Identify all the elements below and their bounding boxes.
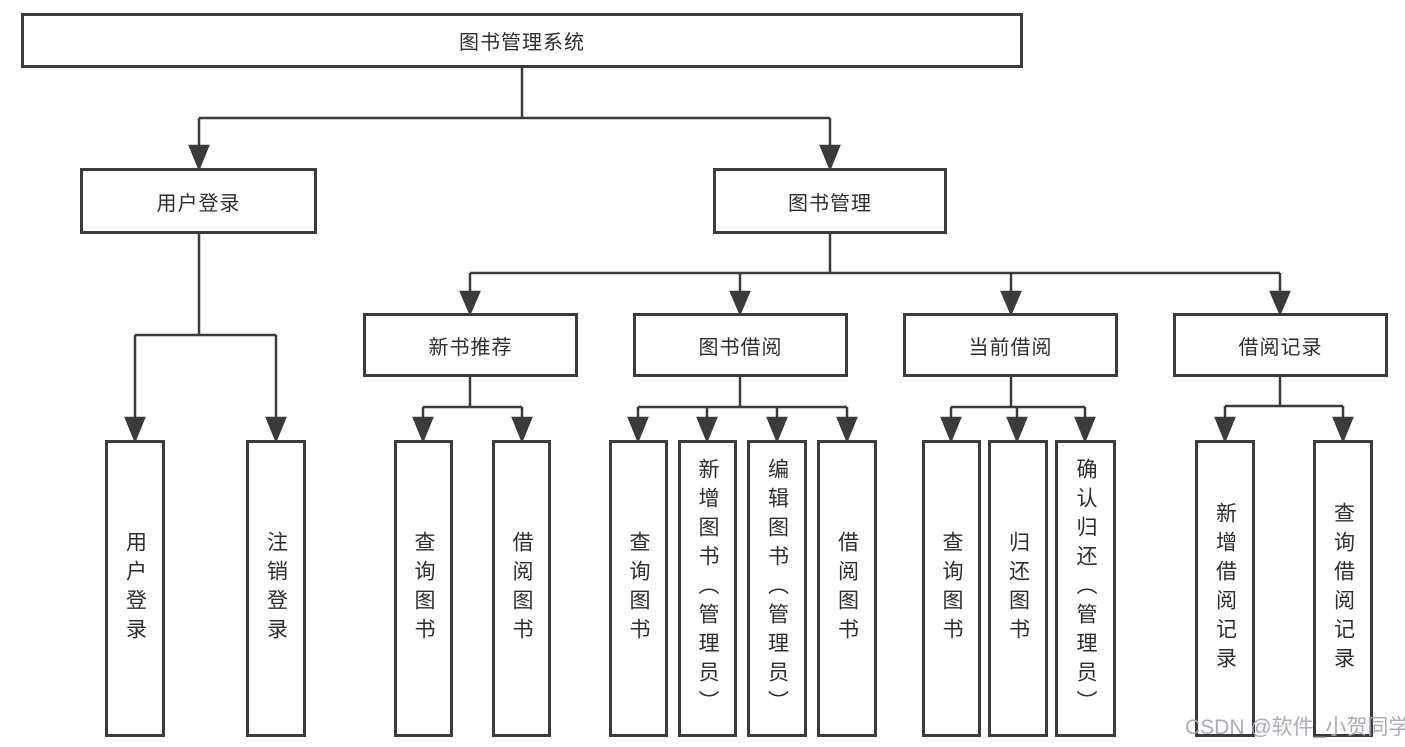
node-root-system: 图书管理系统 (21, 13, 1023, 68)
node-book-management: 图书管理 (713, 168, 947, 234)
node-borrow-records: 借阅记录 (1173, 313, 1388, 377)
leaf-query-borrow-record: 查询借阅记录 (1313, 440, 1373, 737)
connector-newbooks-to-leaves (412, 377, 533, 444)
leaf-query-books-borrow: 查询图书 (609, 440, 668, 737)
leaf-edit-books-admin: 编辑图书（管理员） (747, 440, 807, 737)
leaf-query-books-current: 查询图书 (922, 440, 981, 737)
leaf-borrow-books-recommend: 借阅图书 (492, 440, 551, 737)
leaf-logout: 注销登录 (246, 440, 306, 737)
leaf-add-books-admin: 新增图书（管理员） (678, 440, 737, 737)
leaf-return-books: 归还图书 (988, 440, 1048, 737)
connector-records-to-leaves (1214, 377, 1354, 444)
leaf-confirm-return-admin: 确认归还（管理员） (1055, 440, 1116, 737)
node-new-book-recommend: 新书推荐 (363, 313, 578, 377)
connector-userlogin-to-leaves (124, 234, 287, 444)
connector-borrow-to-leaves (627, 377, 858, 444)
csdn-watermark: CSDN @软件_小贺同学 (1185, 716, 1405, 739)
leaf-query-books-recommend: 查询图书 (394, 440, 453, 737)
node-current-borrow: 当前借阅 (903, 313, 1118, 377)
node-user-login: 用户登录 (80, 168, 317, 234)
leaf-user-login: 用户登录 (105, 440, 165, 737)
leaf-borrow-books: 借阅图书 (817, 440, 877, 737)
connector-root-to-level2 (188, 68, 841, 172)
connector-bookmgmt-to-level3 (459, 234, 1291, 317)
connector-current-to-leaves (940, 377, 1096, 444)
node-book-borrow: 图书借阅 (633, 313, 848, 377)
leaf-add-borrow-record: 新增借阅记录 (1195, 440, 1255, 737)
